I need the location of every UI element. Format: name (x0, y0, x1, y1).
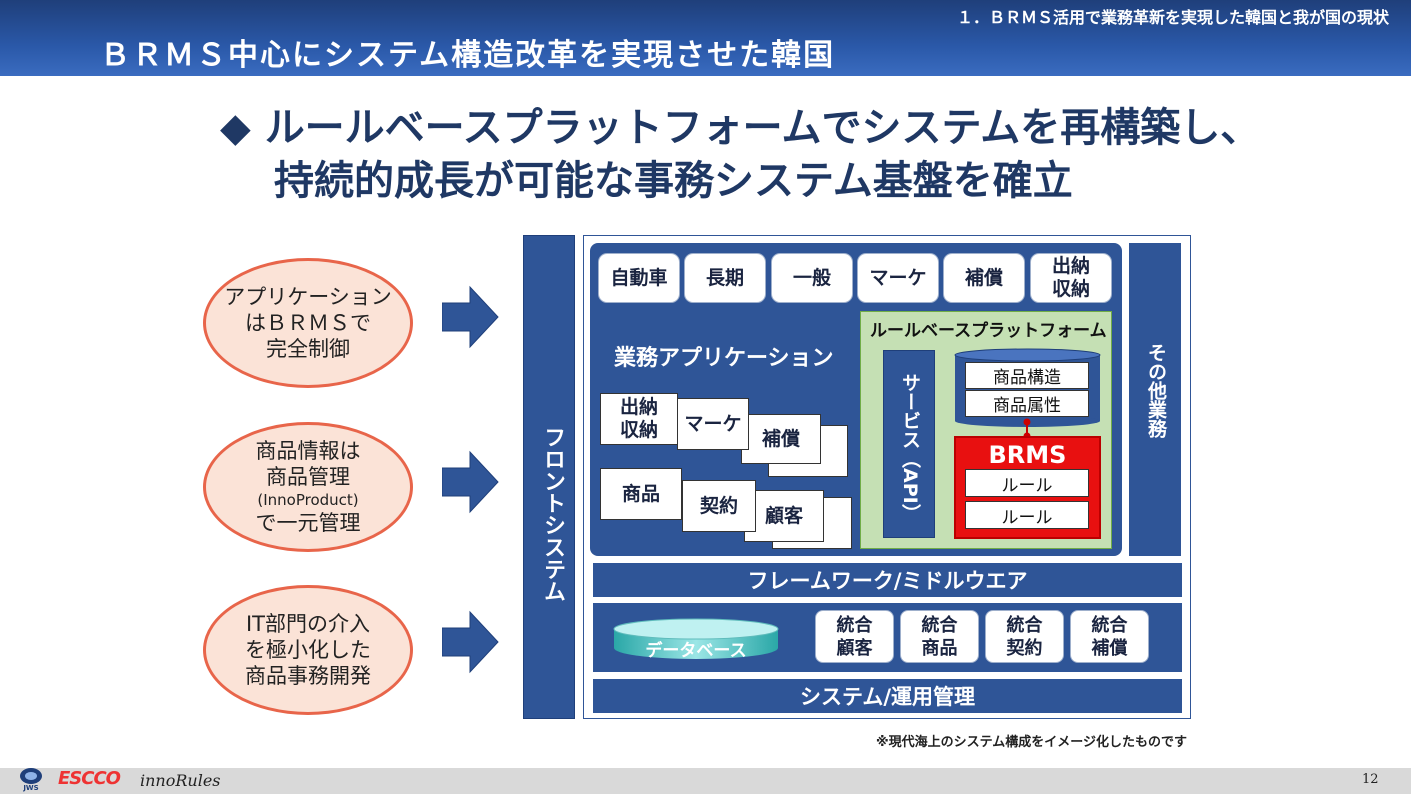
right-arrow-icon (442, 450, 499, 514)
footnote: ※現代海上のシステム構成をイメージ化したものです (876, 735, 1187, 750)
other-business-column: その他業務 (1129, 243, 1181, 556)
tile-automobile: 自動車 (598, 253, 680, 303)
innorules-logo: innoRules (140, 771, 221, 790)
operations-band: システム/運用管理 (593, 679, 1182, 713)
bubble-text: 完全制御 (266, 337, 350, 361)
section-title: １．ＢＲＭＳ活用で業務革新を実現した韓国と我が国の現状 (956, 8, 1389, 27)
service-api-label: サービス（API） (899, 373, 921, 523)
bubble-text: 商品情報は (255, 439, 361, 463)
jws-logo-text: JWS (23, 784, 39, 792)
rule-box: ルール (965, 469, 1089, 497)
tile-marketing: マーケ (857, 253, 939, 303)
tile-integrated-product: 統合商品 (900, 610, 979, 663)
database-disk-icon (613, 618, 779, 659)
escco-logo: ESCCO (58, 768, 121, 789)
bubble-text: はＢＲＭＳで (245, 311, 371, 335)
card-contract: 契約 (682, 480, 756, 532)
bubble-text: アプリケーション (224, 285, 392, 309)
bubble-text: (InnoProduct) (257, 491, 359, 509)
platform-title: ルールベースプラットフォーム (870, 321, 1107, 341)
header-bar (0, 0, 1411, 76)
page-number: 12 (1362, 772, 1379, 787)
service-api-column: サービス（API） (883, 350, 935, 538)
bubble-text: 商品事務開発 (245, 664, 371, 688)
tile-integrated-customer: 統合顧客 (815, 610, 894, 663)
card-compensation: 補償 (741, 414, 821, 464)
front-system-label: フロントシステム (540, 426, 565, 602)
card-cashier: 出納収納 (600, 393, 678, 445)
headline-line-1: ◆ ルールベースプラットフォームでシステムを再構築し、 (220, 105, 1261, 151)
bubble-product-management: 商品情報は 商品管理 (InnoProduct) で一元管理 (203, 422, 413, 552)
tile-cashier: 出納収納 (1030, 253, 1112, 303)
bubble-text: を極小化した (245, 638, 371, 662)
slide-title: ＢＲＭＳ中心にシステム構造改革を実現させた韓国 (100, 38, 836, 73)
framework-band: フレームワーク/ミドルウエア (593, 563, 1182, 597)
db-item-product-structure: 商品構造 (965, 362, 1089, 389)
database-label: データベース (645, 641, 747, 661)
rule-box: ルール (965, 501, 1089, 529)
footer-bar (0, 768, 1411, 794)
bubble-brms-control: アプリケーション はＢＲＭＳで 完全制御 (203, 258, 413, 388)
bubble-it-minimized: IT部門の介入 を極小化した 商品事務開発 (203, 585, 413, 715)
tile-integrated-compensation: 統合補償 (1070, 610, 1149, 663)
tile-compensation: 補償 (943, 253, 1025, 303)
tile-long-term: 長期 (684, 253, 766, 303)
card-customer: 顧客 (744, 490, 824, 542)
db-item-product-attribute: 商品属性 (965, 390, 1089, 417)
headline-line-2: 持続的成長が可能な事務システム基盤を確立 (274, 158, 1073, 204)
right-arrow-icon (442, 285, 499, 349)
business-application-label: 業務アプリケーション (614, 346, 834, 371)
other-business-label: その他業務 (1145, 343, 1167, 438)
card-marketing: マーケ (677, 398, 749, 450)
front-system-column: フロントシステム (523, 235, 575, 719)
jws-logo-icon (20, 768, 42, 784)
brms-title: BRMS (988, 441, 1067, 469)
tile-integrated-contract: 統合契約 (985, 610, 1064, 663)
right-arrow-icon (442, 610, 499, 674)
card-product: 商品 (600, 468, 682, 520)
bubble-text: で一元管理 (255, 511, 361, 535)
bubble-text: IT部門の介入 (245, 612, 371, 636)
bubble-text: 商品管理 (266, 465, 350, 489)
tile-general: 一般 (771, 253, 853, 303)
